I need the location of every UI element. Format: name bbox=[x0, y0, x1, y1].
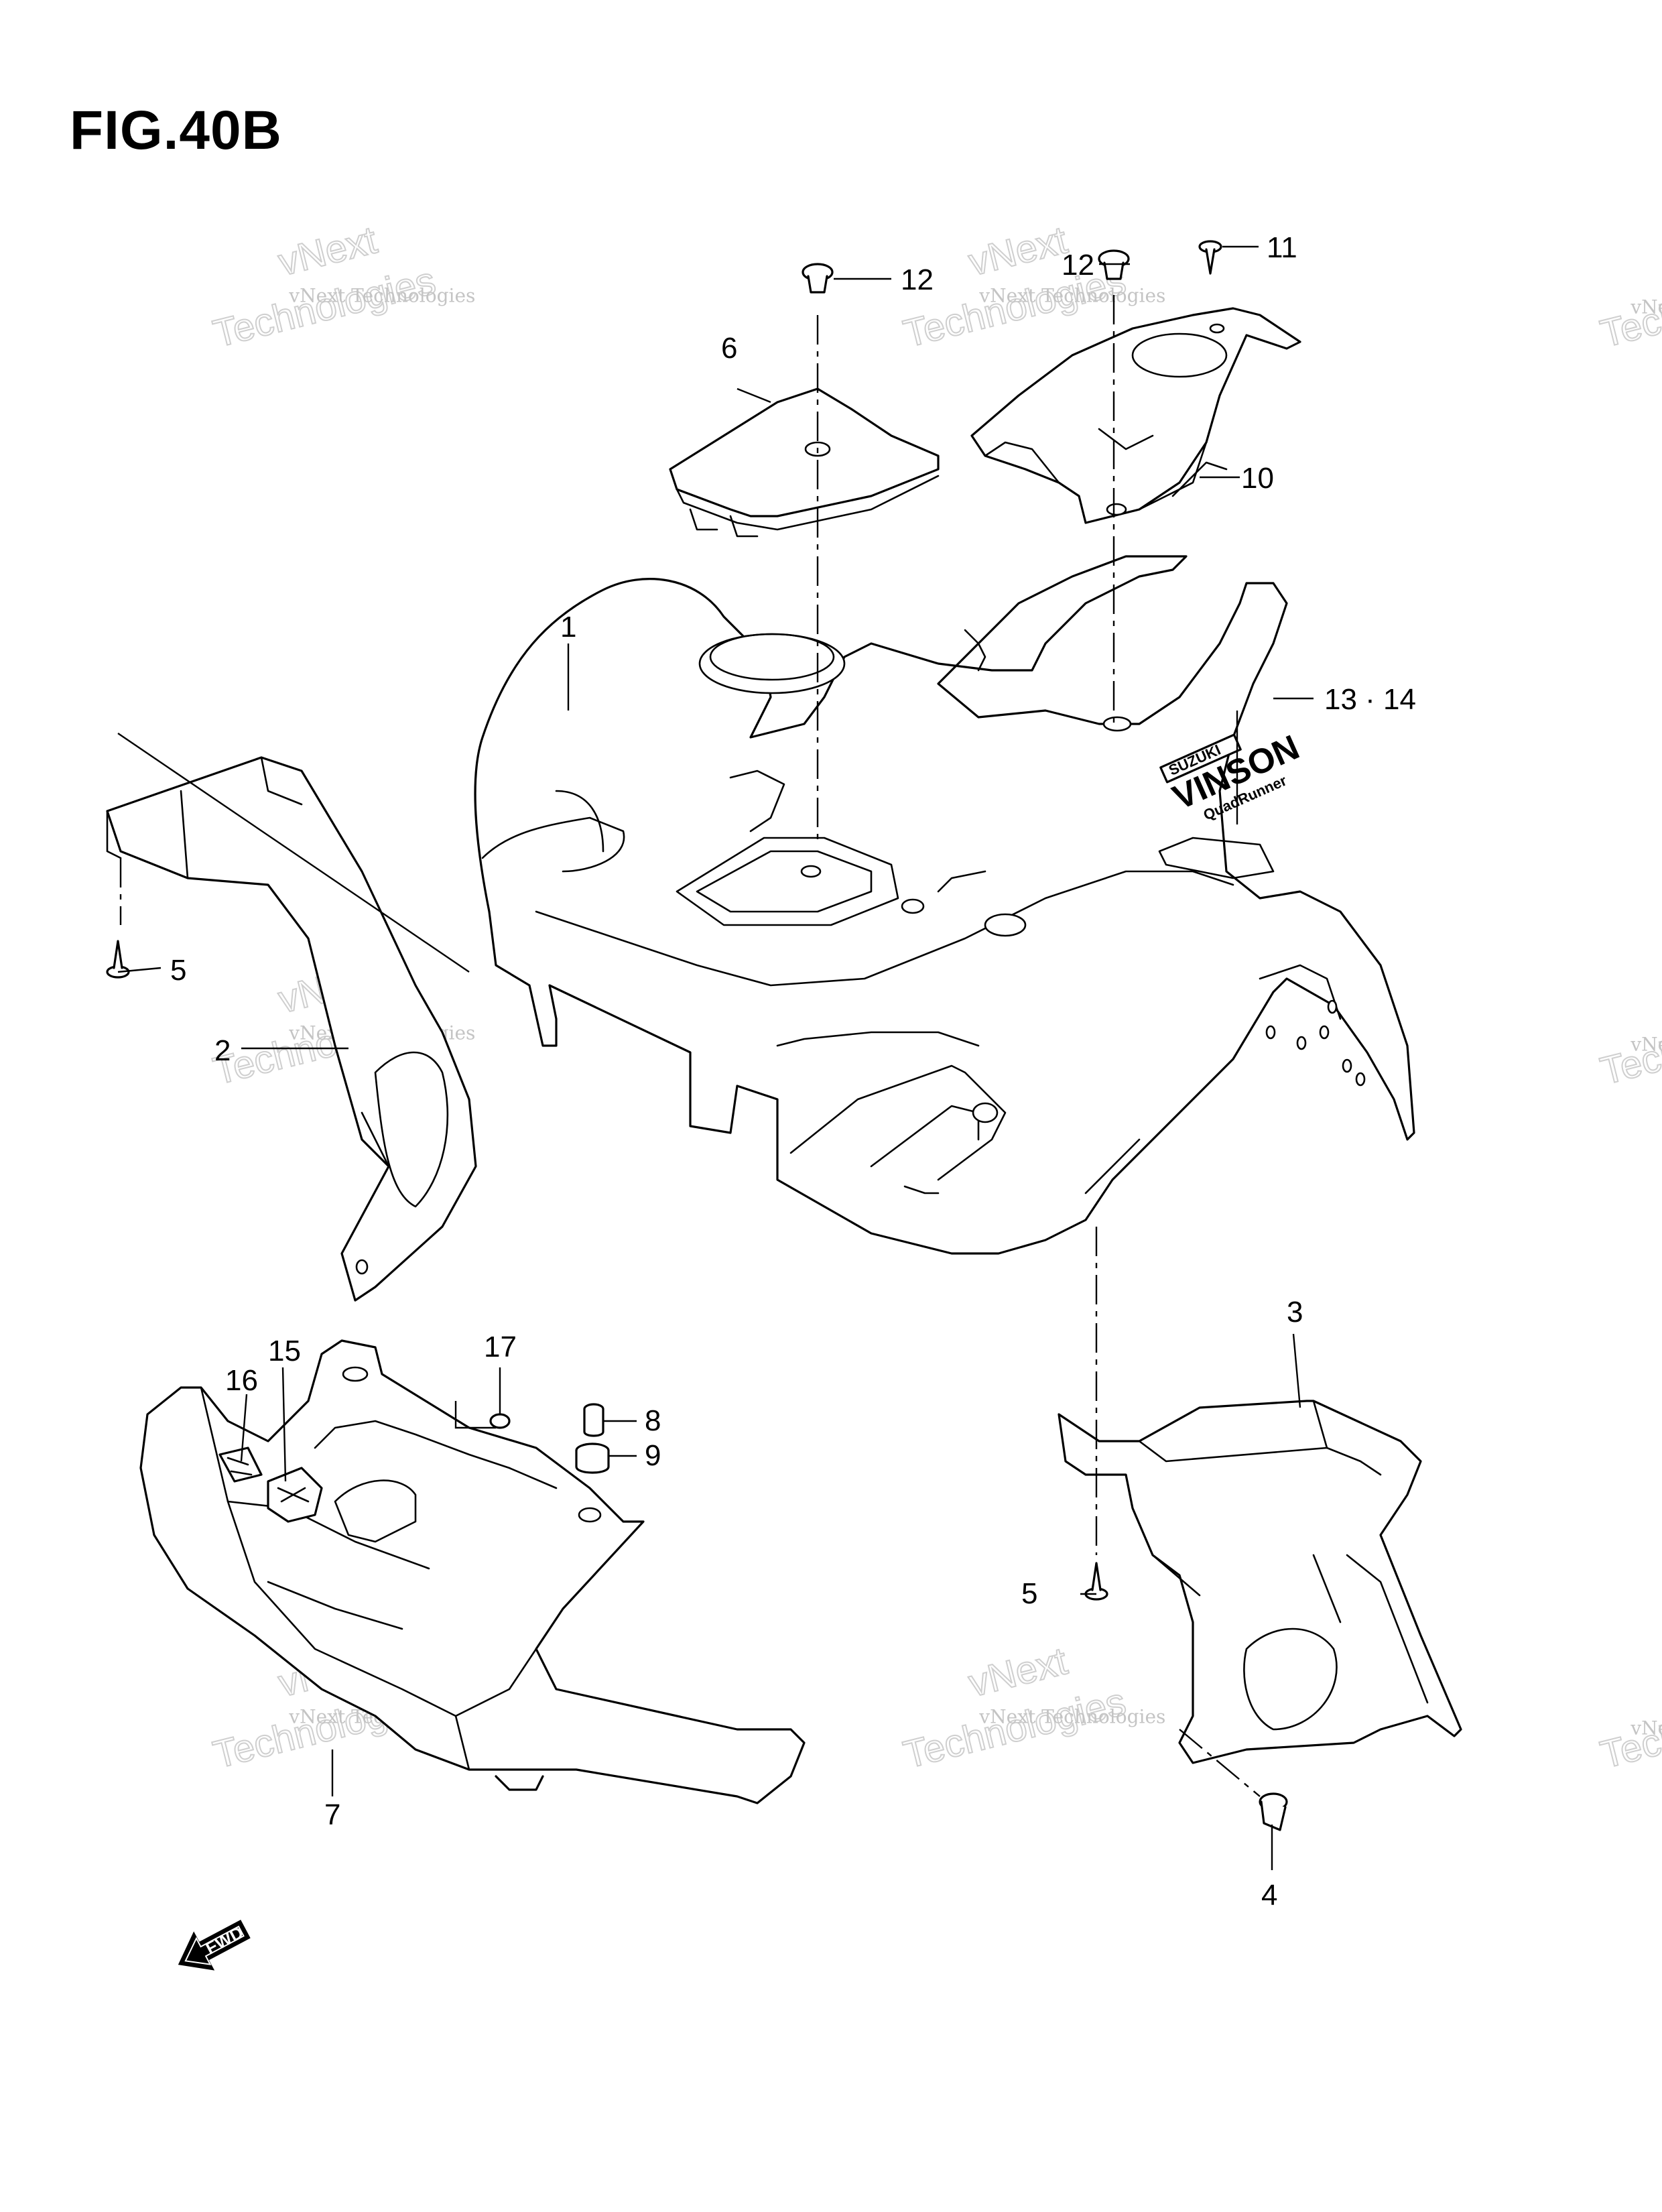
callout-12-right: 12 bbox=[1062, 249, 1094, 282]
fastener-12-right bbox=[1098, 249, 1130, 280]
svg-text:vNext Technologies: vNext Technologies bbox=[288, 284, 475, 306]
callout-8: 8 bbox=[645, 1404, 661, 1437]
svg-text:vNext Technologies: vNext Technologies bbox=[1630, 1717, 1662, 1739]
callout-11: 11 bbox=[1267, 231, 1297, 264]
watermark-bottom-right: Technologies vNext Technologies bbox=[1596, 1679, 1662, 1778]
callout-labels: 1 2 3 4 5 5 6 7 8 9 10 11 12 12 13 · 14 … bbox=[170, 231, 1416, 1912]
svg-text:vNext Technologies: vNext Technologies bbox=[1630, 1033, 1662, 1055]
bolt-4 bbox=[1259, 1792, 1288, 1831]
part-6-lid bbox=[669, 387, 940, 538]
callout-16: 16 bbox=[225, 1364, 258, 1397]
figure-title: FIG.40B bbox=[70, 100, 282, 161]
callout-17: 17 bbox=[484, 1331, 517, 1363]
callout-1: 1 bbox=[560, 611, 576, 643]
part-3-right-mud-guard bbox=[1058, 1400, 1462, 1764]
svg-text:vNext Technologies: vNext Technologies bbox=[978, 1705, 1165, 1727]
part-1-front-fender: SUZUKI VINSON QuadRunner bbox=[474, 555, 1415, 1255]
callout-12-left: 12 bbox=[901, 263, 934, 296]
callout-5-left: 5 bbox=[170, 954, 186, 987]
screw-11 bbox=[1198, 240, 1222, 275]
fastener-12-left bbox=[802, 263, 834, 294]
callout-7: 7 bbox=[324, 1798, 340, 1831]
svg-text:vNext Technologies: vNext Technologies bbox=[978, 284, 1165, 306]
fwd-label: FWD bbox=[202, 1922, 247, 1958]
badge-16 bbox=[218, 1447, 263, 1483]
nut-17 bbox=[489, 1413, 511, 1429]
watermark-bottom-center: vNext Technologies vNext Technologies bbox=[899, 1638, 1165, 1778]
leader-lines bbox=[117, 245, 1314, 1870]
callout-2: 2 bbox=[214, 1034, 231, 1067]
grommet-9 bbox=[575, 1442, 610, 1474]
collar-8 bbox=[583, 1403, 604, 1437]
callout-5-right: 5 bbox=[1021, 1577, 1037, 1610]
callout-6: 6 bbox=[721, 332, 737, 365]
part-2-left-mud-guard bbox=[106, 756, 477, 1302]
part-10-top-cover bbox=[970, 307, 1301, 524]
callout-4: 4 bbox=[1261, 1879, 1277, 1912]
svg-text:vNext Technologies: vNext Technologies bbox=[1630, 296, 1662, 318]
callout-15: 15 bbox=[268, 1335, 301, 1367]
callout-10: 10 bbox=[1241, 462, 1274, 495]
part-7-front-grille bbox=[139, 1339, 806, 1804]
fwd-arrow-icon: FWD bbox=[178, 1919, 251, 1971]
callout-9: 9 bbox=[645, 1439, 661, 1472]
watermark-top-left: vNext Technologies vNext Technologies bbox=[208, 217, 475, 357]
callout-3: 3 bbox=[1287, 1296, 1303, 1329]
watermark-mid-right: Technologies vNext Technologies bbox=[1596, 995, 1662, 1094]
callout-13-14: 13 · 14 bbox=[1324, 683, 1416, 716]
watermark-top-right: Technologies vNext Technologies bbox=[1596, 258, 1662, 357]
